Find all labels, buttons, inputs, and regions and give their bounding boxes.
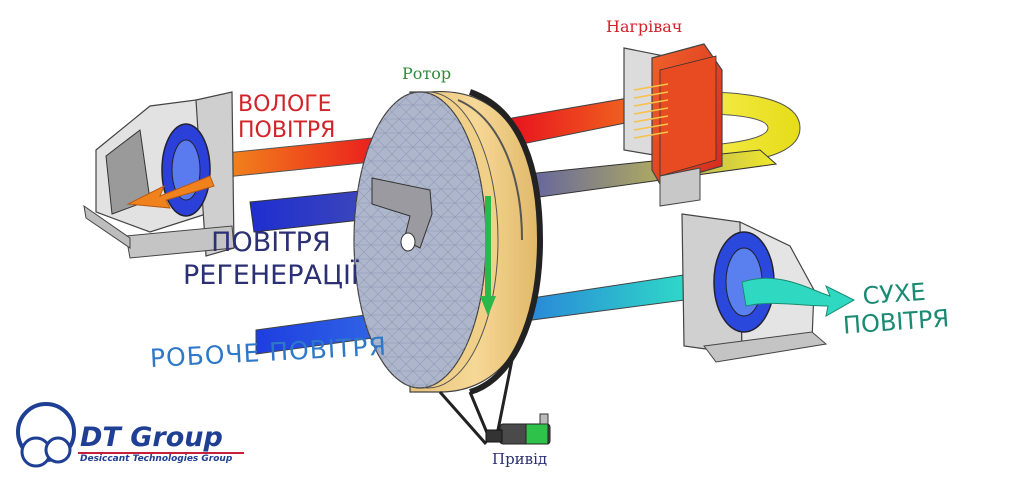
rotor-label: Ротор: [402, 64, 452, 83]
regeneration-air-label-line-1: ПОВІТРЯ: [211, 227, 331, 258]
process-fan-unit: [681, 213, 856, 363]
drive-motor: [485, 413, 551, 445]
rotor-wheel: [353, 89, 544, 395]
dry-air-duct: [531, 273, 701, 321]
wet-air-label: ВОЛОГЕ ПОВІТРЯ: [238, 92, 335, 144]
wet-air-label-line-1: ВОЛОГЕ: [238, 92, 332, 117]
heater-label: Нагрівач: [606, 17, 683, 36]
dt-group-logo-mark: [16, 402, 76, 468]
logo-tagline: Desiccant Technologies Group: [80, 454, 233, 464]
regeneration-air-label: ПОВІТРЯ РЕГЕНЕРАЦІЇ: [183, 226, 359, 292]
wet-air-label-line-2: ПОВІТРЯ: [238, 118, 336, 143]
logo-name: DT Group: [80, 422, 223, 453]
regeneration-air-label-line-2: РЕГЕНЕРАЦІЇ: [183, 260, 359, 291]
regeneration-fan-unit: [83, 91, 235, 259]
drive-label: Привід: [492, 450, 548, 468]
logo-underline: [78, 452, 244, 454]
dry-air-label: СУХЕ ПОВІТРЯ: [840, 276, 950, 340]
heater-block: [623, 43, 723, 207]
heated-air-duct: [511, 95, 641, 147]
